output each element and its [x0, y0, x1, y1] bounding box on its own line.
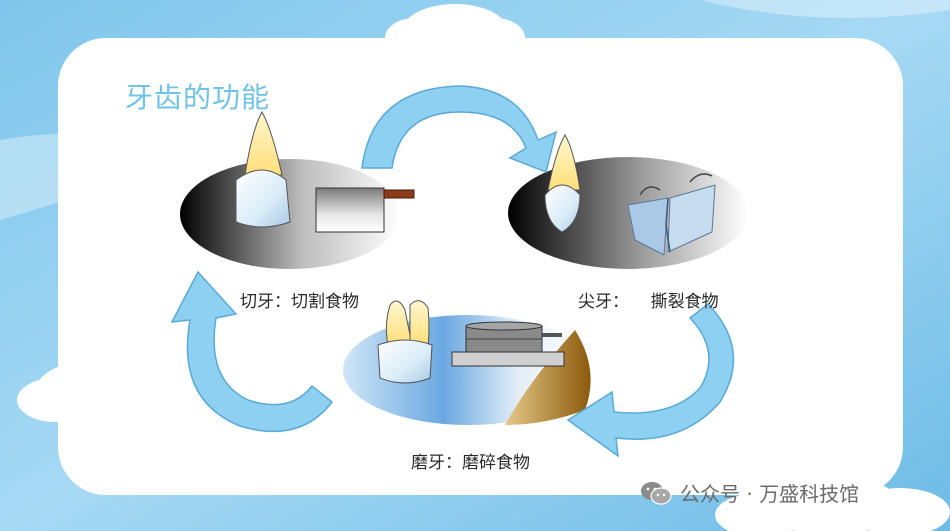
wechat-icon — [641, 481, 672, 505]
canine-caption: 尖牙： 撕裂食物 — [578, 292, 719, 312]
molar-caption: 磨牙：磨碎食物 — [411, 453, 530, 473]
incisor-scene — [180, 110, 415, 269]
canine-scene — [508, 134, 748, 269]
millstone-icon — [451, 321, 565, 367]
tooth-icon — [377, 300, 433, 384]
paper-tear-icon — [627, 173, 716, 256]
molar-scene — [343, 300, 593, 425]
incisor-caption: 切牙：切割食物 — [240, 292, 359, 312]
arrow-icon — [566, 302, 735, 458]
arrow-icon — [170, 270, 334, 433]
watermark-text: 公众号 · 万盛科技馆 — [680, 482, 860, 506]
tooth-icon — [544, 134, 581, 233]
knife-icon — [315, 187, 415, 233]
page-title: 牙齿的功能 — [125, 81, 271, 114]
arrow-icon — [361, 85, 558, 174]
watermark: 公众号 · 万盛科技馆 — [640, 478, 859, 507]
tooth-icon — [235, 110, 291, 228]
